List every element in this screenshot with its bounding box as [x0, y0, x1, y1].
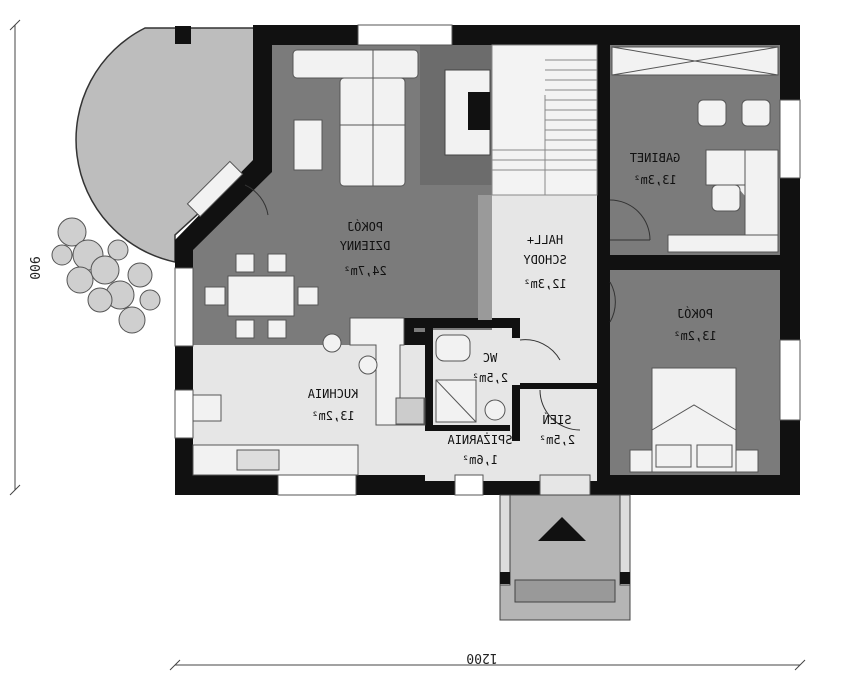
kitchen-counter — [192, 317, 426, 476]
wc-label: WC — [483, 351, 497, 365]
shrub — [51, 217, 161, 334]
pantry — [425, 425, 515, 481]
wc-area: 2,5m² — [472, 371, 508, 385]
bed — [629, 367, 759, 473]
hall-label-2: SCHODY — [523, 253, 567, 267]
living-label-1: POKÓJ — [347, 219, 383, 234]
pantry-label: SPIŻARNIA — [447, 432, 513, 447]
doors — [244, 184, 651, 431]
room-labels: POKÓJ DZIENNY 24,7m² GABINET 13,3m² HALL… — [307, 151, 717, 467]
hall-label-1: HALL+ — [527, 233, 563, 247]
dining-table — [204, 253, 319, 339]
office-furniture — [611, 46, 779, 253]
porch — [499, 494, 631, 621]
staircase — [491, 44, 598, 196]
office-area: 13,3m² — [633, 173, 676, 187]
pantry-area: 1,6m² — [462, 453, 498, 467]
bedroom-label: POKÓJ — [677, 306, 713, 321]
kitchen-area: 13,2m² — [311, 409, 354, 423]
hall-area: 12,3m² — [523, 277, 566, 291]
height-dimension: 900 — [26, 256, 41, 279]
entry — [520, 385, 595, 481]
sofa — [292, 49, 419, 187]
living-label-2: DZIENNY — [339, 239, 390, 253]
fireplace — [444, 69, 491, 156]
office-label: GABINET — [630, 151, 681, 165]
width-dimension: 1200 — [466, 650, 497, 665]
dimension-lines — [9, 19, 806, 671]
living-area: 24,7m² — [343, 264, 386, 278]
entry-label: SIEŃ — [543, 412, 572, 427]
entry-area: 2,5m² — [539, 433, 575, 447]
kitchen-label: KUCHNIA — [307, 387, 358, 401]
windows — [174, 24, 801, 496]
terrace — [75, 27, 263, 263]
tv-unit — [293, 119, 323, 171]
bedroom-area: 13,2m² — [673, 329, 716, 343]
interior-walls — [404, 45, 780, 482]
wc-fixtures — [435, 334, 506, 423]
entrance-arrow-icon — [538, 517, 586, 541]
